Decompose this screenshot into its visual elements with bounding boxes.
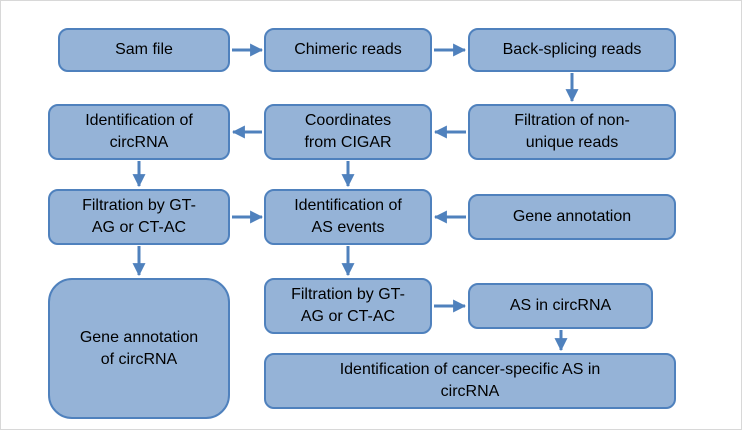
node-identification-circrna: Identification of circRNA (48, 104, 230, 160)
node-as-in-circrna: AS in circRNA (468, 283, 653, 329)
node-gene-annotation-circrna: Gene annotation of circRNA (48, 278, 230, 419)
node-filtration-non-unique: Filtration of non- unique reads (468, 104, 676, 160)
node-chimeric-reads: Chimeric reads (264, 28, 432, 72)
node-sam-file: Sam file (58, 28, 230, 72)
node-cancer-specific-as: Identification of cancer-specific AS in … (264, 353, 676, 409)
node-filtration-gtag-2: Filtration by GT- AG or CT-AC (264, 278, 432, 334)
node-coordinates-from-cigar: Coordinates from CIGAR (264, 104, 432, 160)
node-identification-as-events: Identification of AS events (264, 189, 432, 245)
node-gene-annotation: Gene annotation (468, 194, 676, 240)
node-back-splicing-reads: Back-splicing reads (468, 28, 676, 72)
node-filtration-gtag-1: Filtration by GT- AG or CT-AC (48, 189, 230, 245)
